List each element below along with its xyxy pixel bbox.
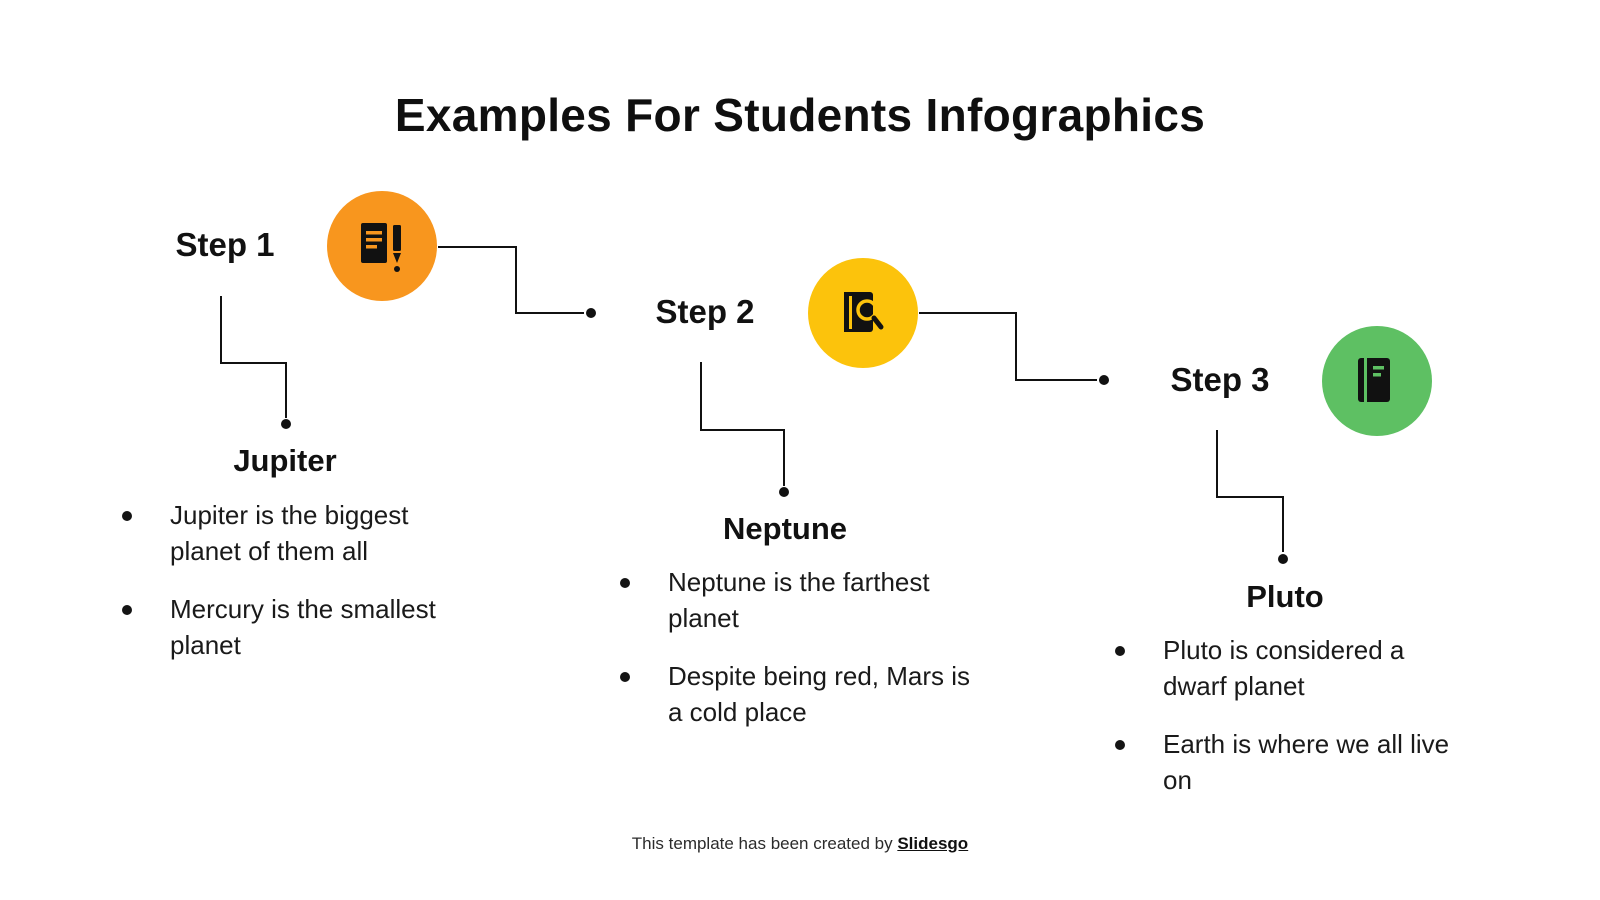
bullet-text: Jupiter is the biggest planet of them al… xyxy=(170,500,409,566)
step-3-heading: Pluto xyxy=(1246,579,1324,614)
bullet-item: Earth is where we all live on xyxy=(1105,726,1455,798)
bullet-dot xyxy=(620,672,630,682)
footer: This template has been created by Slides… xyxy=(0,834,1600,854)
bullet-text: Earth is where we all live on xyxy=(1163,729,1450,795)
bullet-dot xyxy=(122,605,132,615)
connector-dot xyxy=(1278,554,1288,564)
slidesgo-link[interactable]: Slidesgo xyxy=(897,834,969,853)
bullet-dot xyxy=(1115,646,1125,656)
step-3-bullets: Pluto is considered a dwarf planet Earth… xyxy=(1105,632,1455,820)
bullet-text: Mercury is the smallest planet xyxy=(170,594,436,660)
connector-step1-to-jupiter xyxy=(220,296,287,418)
bullet-text: Neptune is the farthest planet xyxy=(668,567,930,633)
connector-step1-to-step2 xyxy=(438,246,584,314)
bullet-item: Pluto is considered a dwarf planet xyxy=(1105,632,1455,704)
bullet-dot xyxy=(620,578,630,588)
connector-dot xyxy=(779,487,789,497)
step-1-icon-circle xyxy=(327,191,437,301)
book-magnifier-icon xyxy=(844,292,884,332)
bullet-item: Despite being red, Mars is a cold place xyxy=(610,658,988,730)
bullet-item: Neptune is the farthest planet xyxy=(610,564,988,636)
bullet-dot xyxy=(1115,740,1125,750)
connector-step3-to-pluto xyxy=(1216,430,1284,552)
bullet-item: Mercury is the smallest planet xyxy=(112,591,470,663)
step-2-heading: Neptune xyxy=(723,511,847,546)
document-pencil-icon xyxy=(361,223,401,272)
step-3-icon-circle xyxy=(1322,326,1432,436)
step-2-label: Step 2 xyxy=(655,293,755,330)
step-1-bullets: Jupiter is the biggest planet of them al… xyxy=(112,497,470,685)
connector-dot xyxy=(281,419,291,429)
step-1-heading: Jupiter xyxy=(233,443,337,478)
bullet-item: Jupiter is the biggest planet of them al… xyxy=(112,497,470,569)
connector-step2-to-neptune xyxy=(700,362,785,486)
step-2-bullets: Neptune is the farthest planet Despite b… xyxy=(610,564,988,752)
bullet-dot xyxy=(122,511,132,521)
connector-dot xyxy=(586,308,596,318)
book-icon xyxy=(1358,358,1390,402)
connector-dot xyxy=(1099,375,1109,385)
connector-step2-to-step3 xyxy=(919,312,1097,381)
step-1-label: Step 1 xyxy=(175,226,275,263)
step-2-icon-circle xyxy=(808,258,918,368)
bullet-text: Despite being red, Mars is a cold place xyxy=(668,661,971,727)
step-3-label: Step 3 xyxy=(1170,361,1270,398)
slide-title: Examples For Students Infographics xyxy=(394,89,1206,141)
footer-text: This template has been created by xyxy=(631,834,898,853)
bullet-text: Pluto is considered a dwarf planet xyxy=(1163,635,1405,701)
